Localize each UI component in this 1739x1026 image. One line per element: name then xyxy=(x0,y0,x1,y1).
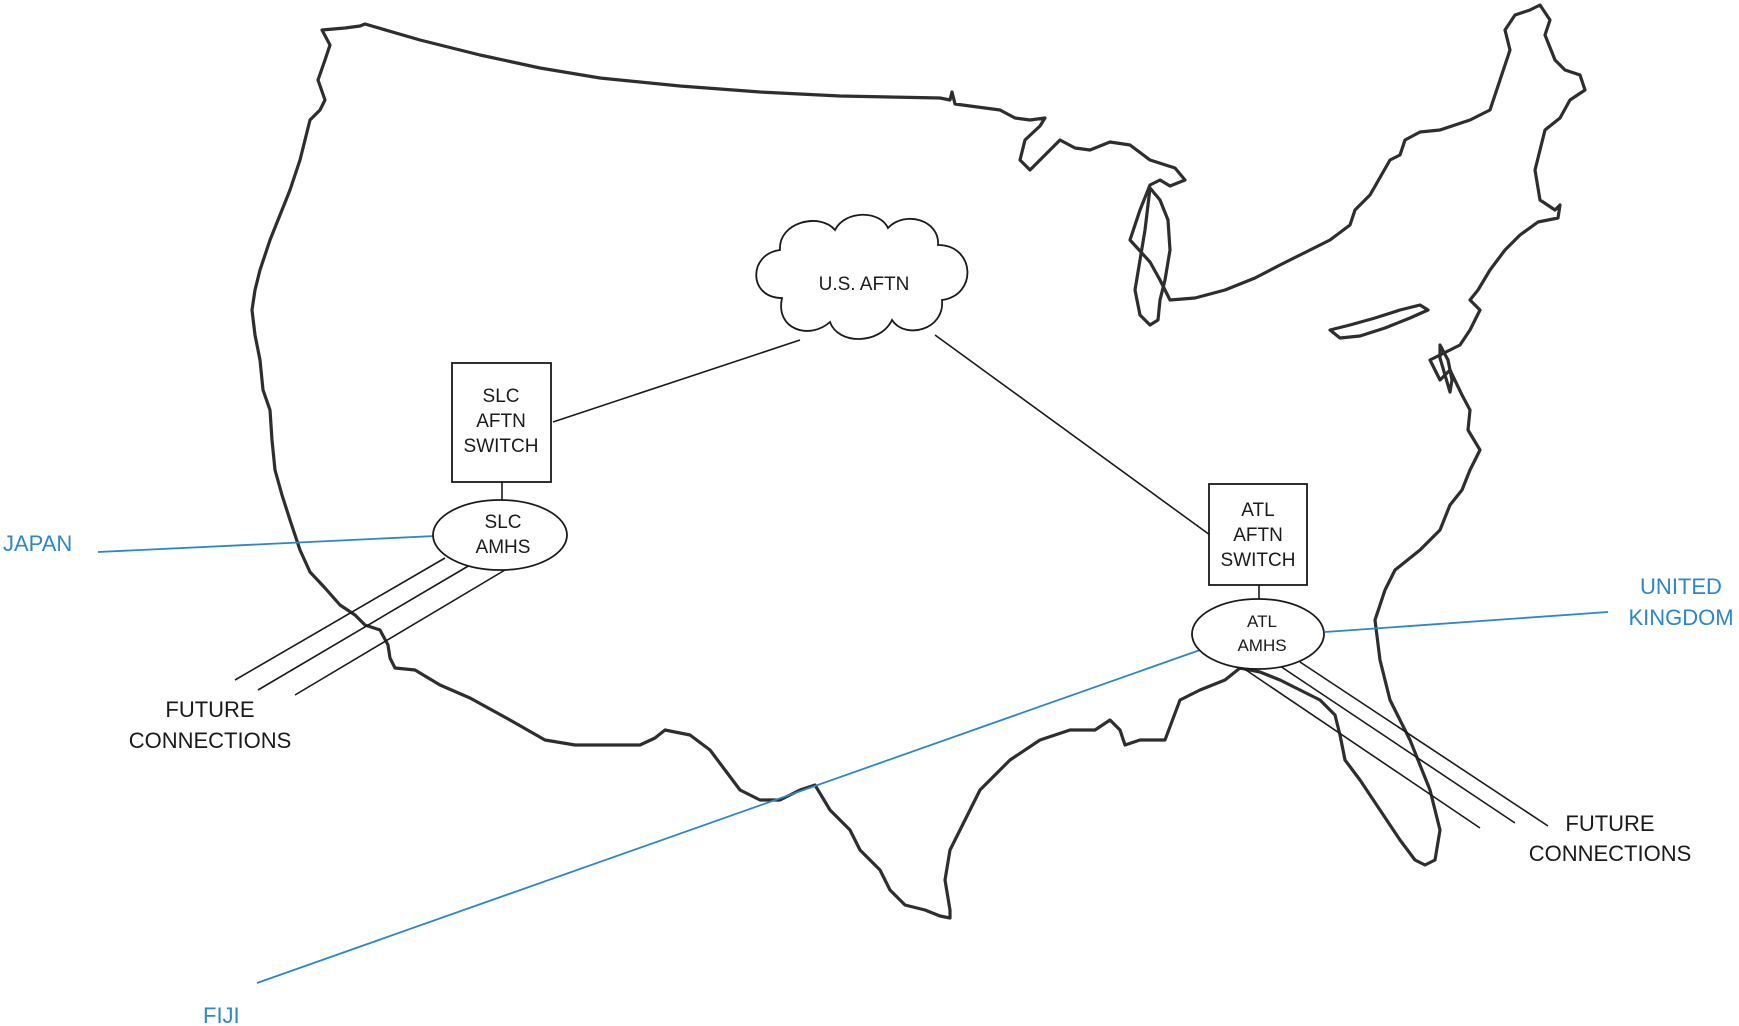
atl-amhs-line-1: ATL xyxy=(1247,612,1277,631)
future-line-east-3 xyxy=(1299,661,1549,827)
link-cloud-atl xyxy=(934,334,1211,536)
us-mainland-outline xyxy=(250,3,1587,920)
future-east-line-1: FUTURE xyxy=(1565,811,1654,836)
slc-switch-line-3: SWITCH xyxy=(464,436,539,457)
slc-switch-line-2: AFTN xyxy=(476,411,526,432)
slc-amhs: SLC AMHS xyxy=(432,499,568,571)
atl-switch-line-2: AFTN xyxy=(1233,525,1283,546)
slc-aftn-switch: SLC AFTN SWITCH xyxy=(451,362,552,483)
future-line-west-2 xyxy=(257,564,471,691)
atl-switch-line-3: SWITCH xyxy=(1221,550,1296,571)
atl-amhs: ATL AMHS xyxy=(1191,598,1325,670)
us-map-outline xyxy=(250,3,1587,920)
atl-amhs-ellipse xyxy=(1191,598,1325,670)
link-japan xyxy=(97,535,436,553)
atl-amhs-line-2: AMHS xyxy=(1237,636,1286,655)
future-west-line-2: CONNECTIONS xyxy=(129,728,292,753)
link-slc-cloud xyxy=(552,339,801,423)
slc-amhs-line-2: AMHS xyxy=(476,537,531,558)
chesapeake-bay xyxy=(1438,343,1454,394)
future-line-east-1 xyxy=(1242,667,1481,829)
future-west-line-1: FUTURE xyxy=(165,697,254,722)
japan-label: JAPAN xyxy=(3,531,72,556)
cloud-label: U.S. AFTN xyxy=(819,274,910,295)
atl-aftn-switch: ATL AFTN SWITCH xyxy=(1208,483,1308,586)
future-line-west-3 xyxy=(294,569,506,696)
slc-switch-line-1: SLC xyxy=(483,386,520,407)
cloud-shape xyxy=(755,213,969,340)
future-line-west-1 xyxy=(234,557,446,681)
great-lakes-michigan xyxy=(1133,186,1172,327)
link-uk xyxy=(1324,611,1609,633)
slc-switch-box xyxy=(451,362,552,483)
future-lines-west xyxy=(234,557,506,696)
slc-amhs-line-1: SLC xyxy=(485,512,522,533)
future-line-east-2 xyxy=(1279,665,1516,824)
great-lakes-erie xyxy=(1328,303,1430,340)
future-east-line-2: CONNECTIONS xyxy=(1529,841,1692,866)
uk-label-line-2: KINGDOM xyxy=(1628,605,1733,630)
link-fiji xyxy=(256,649,1201,984)
uk-label-line-1: UNITED xyxy=(1640,574,1722,599)
slc-amhs-ellipse xyxy=(432,499,568,571)
atl-switch-line-1: ATL xyxy=(1241,500,1274,521)
future-lines-east xyxy=(1242,661,1549,829)
fiji-label: FIJI xyxy=(203,1003,240,1026)
atl-switch-box xyxy=(1208,483,1308,586)
us-aftn-cloud: U.S. AFTN xyxy=(755,213,969,340)
